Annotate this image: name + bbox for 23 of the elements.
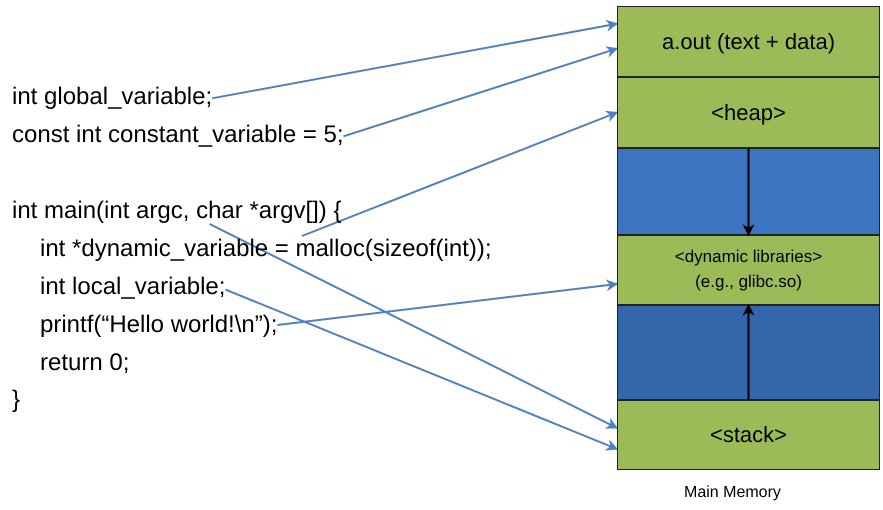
code-line: const int constant_variable = 5; <box>12 122 344 148</box>
code-line: int global_variable; <box>12 84 212 110</box>
arrow <box>277 279 618 326</box>
code-line: return 0; <box>40 350 130 376</box>
arrow <box>225 288 618 450</box>
arrow <box>742 148 754 236</box>
arrow <box>212 20 618 100</box>
caption: Main Memory <box>684 484 781 502</box>
code-line: printf(“Hello world!\n”); <box>40 312 278 338</box>
code-line: } <box>12 386 20 414</box>
arrow <box>302 110 618 237</box>
free-memory-region <box>617 148 880 235</box>
memory-segment: <heap> <box>617 77 880 148</box>
memory-segment: <stack> <box>617 400 880 470</box>
code-line: int *dynamic_variable = malloc(sizeof(int)); <box>40 236 492 262</box>
arrow <box>742 304 754 400</box>
arrow <box>343 46 618 138</box>
memory-segment: a.out (text + data) <box>617 6 880 77</box>
code-line: int main(int argc, char *argv[]) { <box>12 198 342 224</box>
arrow <box>209 223 618 429</box>
code-line: int local_variable; <box>40 274 226 300</box>
free-memory-region <box>617 305 880 400</box>
memory-segment: <dynamic libraries> (e.g., glibc.so) <box>617 235 880 305</box>
